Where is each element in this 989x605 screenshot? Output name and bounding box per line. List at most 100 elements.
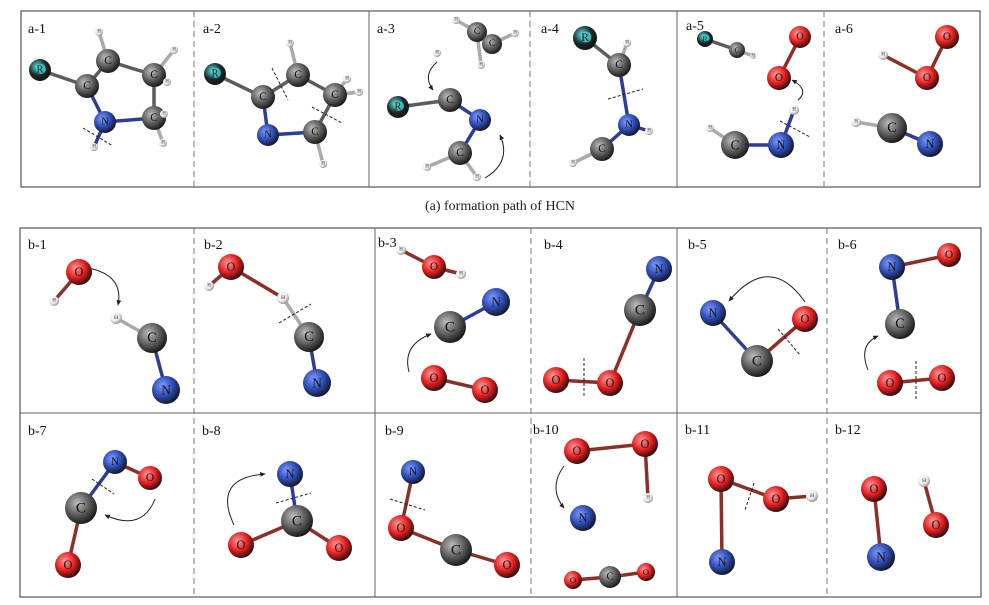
panel-label-b-7: b-7 <box>28 424 47 439</box>
panel-a-frame <box>20 10 981 188</box>
hydrogen-atom: H <box>645 127 653 135</box>
bond-break-cut-line <box>91 478 115 495</box>
atom-symbol: H <box>52 299 56 304</box>
atom-symbol: C <box>150 112 158 124</box>
nitrogen-atom: N <box>646 256 672 282</box>
carbon-atom: C <box>251 85 275 109</box>
atom-symbol: H <box>357 90 361 95</box>
oxygen-atom: O <box>421 365 447 391</box>
oxygen-atom: O <box>915 66 939 90</box>
hydrogen-atom: H <box>49 296 59 306</box>
hydrogen-atom: H <box>878 50 888 60</box>
oxygen-atom: O <box>422 255 446 279</box>
nitrogen-atom: N <box>303 369 331 397</box>
bond-break-cut-line <box>82 127 114 147</box>
carbon-atom: C <box>729 42 745 58</box>
hydrogen-atom: H <box>851 117 861 127</box>
atom-symbol: H <box>114 315 118 321</box>
oxygen-atom: O <box>494 552 520 578</box>
atom-symbol: O <box>643 567 649 577</box>
nitrogen-atom: N <box>618 114 640 136</box>
transfer-arrow <box>87 267 122 306</box>
hydrogen-atom: H <box>343 75 351 83</box>
atom-symbol: O <box>641 437 650 451</box>
hydrogen-atom: H <box>511 29 519 37</box>
transfer-arrow <box>484 134 505 179</box>
panel-label-b-9: b-9 <box>385 424 404 439</box>
atom-symbol: R <box>37 65 44 76</box>
panel-label-b-3: b-3 <box>378 236 397 251</box>
atom-symbol: H <box>454 18 458 23</box>
atom-symbol: H <box>625 41 629 46</box>
atom-symbol: C <box>607 572 614 583</box>
atom-symbol: H <box>459 272 463 277</box>
panel-label-b-4: b-4 <box>544 238 563 253</box>
atom-symbol: O <box>146 472 154 484</box>
panel-label-a-6: a-6 <box>835 22 853 37</box>
nitrogen-atom: N <box>469 109 491 131</box>
carbon-atom: C <box>624 294 656 326</box>
atom-symbol: H <box>161 141 165 146</box>
bond-break-cut-line <box>278 303 312 324</box>
atom-symbol: C <box>446 94 454 106</box>
atom-symbol: C <box>887 120 897 136</box>
atom-symbol: H <box>345 77 349 82</box>
nitrogen-atom: N <box>401 460 425 484</box>
nitrogen-atom: N <box>709 549 735 575</box>
atom-symbol: O <box>932 518 941 532</box>
carbon-atom: C <box>142 63 166 87</box>
panel-label-b-11: b-11 <box>685 423 710 438</box>
panel-label-b-10: b-10 <box>533 423 559 438</box>
oxygen-atom: O <box>763 486 789 512</box>
hydrogen-atom: H <box>159 139 167 147</box>
hydrogen-atom: H <box>750 53 756 59</box>
atom-symbol: C <box>731 138 740 153</box>
atom-symbol: O <box>886 376 895 390</box>
carbon-atom: C <box>721 131 749 159</box>
transfer-arrow <box>555 465 565 509</box>
atom-symbol: H <box>810 493 814 499</box>
atom-symbol: C <box>895 316 905 332</box>
oxygen-atom: O <box>767 66 791 90</box>
carbon-atom: C <box>137 323 167 353</box>
atom-symbol: O <box>573 444 582 458</box>
oxygen-atom: O <box>472 377 498 403</box>
atom-symbol: N <box>409 466 417 478</box>
transfer-arrow <box>104 498 156 522</box>
carbon-atom: C <box>281 505 313 537</box>
hydrogen-atom: H <box>623 39 631 47</box>
atom-symbol: O <box>397 521 406 535</box>
atom-symbol: N <box>476 115 484 126</box>
oxygen-atom: O <box>326 535 352 561</box>
atom-symbol: C <box>259 91 267 103</box>
atom-symbol: O <box>775 72 783 84</box>
hydrogen-atom: H <box>277 292 289 304</box>
hydrogen-atom: H <box>918 475 930 487</box>
atom-symbol: O <box>227 260 236 274</box>
oxygen-atom: O <box>388 515 414 541</box>
atom-symbol: H <box>922 478 926 484</box>
atom-symbol: O <box>430 261 438 273</box>
atom-symbol: C <box>292 513 302 530</box>
hydrogen-atom: H <box>163 78 171 86</box>
oxygen-atom: O <box>66 259 92 285</box>
atom-symbol: N <box>876 550 886 565</box>
atom-symbol: N <box>286 467 295 481</box>
carbon-atom: C <box>440 534 472 566</box>
atom-symbol: O <box>335 541 344 555</box>
oxygen-atom: O <box>564 438 590 464</box>
atom-symbol: O <box>772 492 781 506</box>
hydrogen-atom: H <box>355 88 363 96</box>
carbon-atom: C <box>590 137 614 161</box>
hydrogen-atom: H <box>456 269 466 279</box>
atom-symbol: H <box>646 496 650 501</box>
atom-symbol: C <box>734 46 739 55</box>
panel-label-b-5: b-5 <box>688 238 707 253</box>
atom-symbol: O <box>481 383 490 397</box>
hydrogen-atom: H <box>569 159 577 167</box>
